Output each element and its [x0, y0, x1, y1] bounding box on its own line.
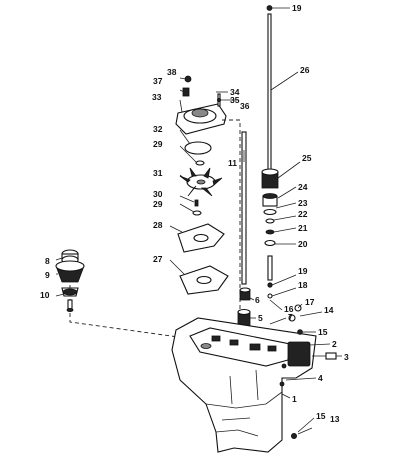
callout-11: 11 — [228, 158, 237, 168]
callout-6: 6 — [255, 295, 260, 305]
callout-17: 17 — [305, 297, 315, 307]
callout-36: 36 — [240, 101, 250, 111]
shaft-bearing-stack — [261, 168, 279, 299]
callout-10: 10 — [40, 290, 50, 300]
callout-31: 31 — [153, 168, 163, 178]
callout-19-lower: 19 — [298, 266, 308, 276]
callout-8: 8 — [45, 256, 50, 266]
callout-2: 2 — [332, 339, 337, 349]
leader-lines — [55, 7, 342, 433]
callout-20: 20 — [298, 239, 308, 249]
callout-28: 28 — [153, 220, 163, 230]
water-tube — [241, 131, 247, 285]
gasket-ring-upper — [195, 160, 205, 166]
callout-13: 13 — [330, 414, 340, 424]
callout-labels: 19 26 38 37 34 35 36 33 32 29 11 25 31 2… — [40, 3, 349, 424]
callout-15-upper: 15 — [318, 327, 328, 337]
callout-5: 5 — [258, 313, 263, 323]
callout-23: 23 — [298, 198, 308, 208]
grommet — [288, 314, 296, 322]
guide-line-gears — [69, 250, 201, 350]
callout-9: 9 — [45, 270, 50, 280]
gasket-ring-lower — [192, 210, 202, 216]
callout-35: 35 — [230, 95, 240, 105]
gear-stack — [55, 249, 85, 312]
gear-housing — [171, 317, 317, 453]
callout-16: 16 — [284, 304, 294, 314]
callout-26: 26 — [300, 65, 310, 75]
impeller-key — [194, 199, 199, 207]
callout-29-upper: 29 — [153, 139, 163, 149]
callout-37: 37 — [153, 76, 163, 86]
face-plate — [177, 223, 225, 253]
callout-24: 24 — [298, 182, 308, 192]
callout-18: 18 — [298, 280, 308, 290]
callout-4: 4 — [318, 373, 323, 383]
o-ring — [184, 141, 212, 155]
plug — [297, 329, 303, 335]
guide-line-pump — [222, 119, 241, 340]
callout-32: 32 — [153, 124, 163, 134]
base-gasket — [179, 265, 229, 295]
drain-screw — [290, 427, 313, 439]
bushing-stack — [237, 287, 251, 327]
callout-3: 3 — [344, 352, 349, 362]
impeller — [179, 167, 223, 197]
callout-34: 34 — [230, 87, 240, 97]
callout-29-lower: 29 — [153, 199, 163, 209]
callout-22: 22 — [298, 209, 308, 219]
callout-25: 25 — [302, 153, 312, 163]
callout-7: 7 — [288, 312, 293, 322]
water-pump-housing — [175, 75, 227, 135]
callout-15-lower: 15 — [316, 411, 326, 421]
callout-14: 14 — [324, 305, 334, 315]
callout-19-top: 19 — [292, 3, 302, 13]
callout-27: 27 — [153, 254, 163, 264]
callout-30: 30 — [153, 189, 163, 199]
callout-33: 33 — [152, 92, 162, 102]
side-cover — [287, 341, 337, 367]
callout-21: 21 — [298, 223, 308, 233]
callout-38: 38 — [167, 67, 177, 77]
callout-1: 1 — [292, 394, 297, 404]
